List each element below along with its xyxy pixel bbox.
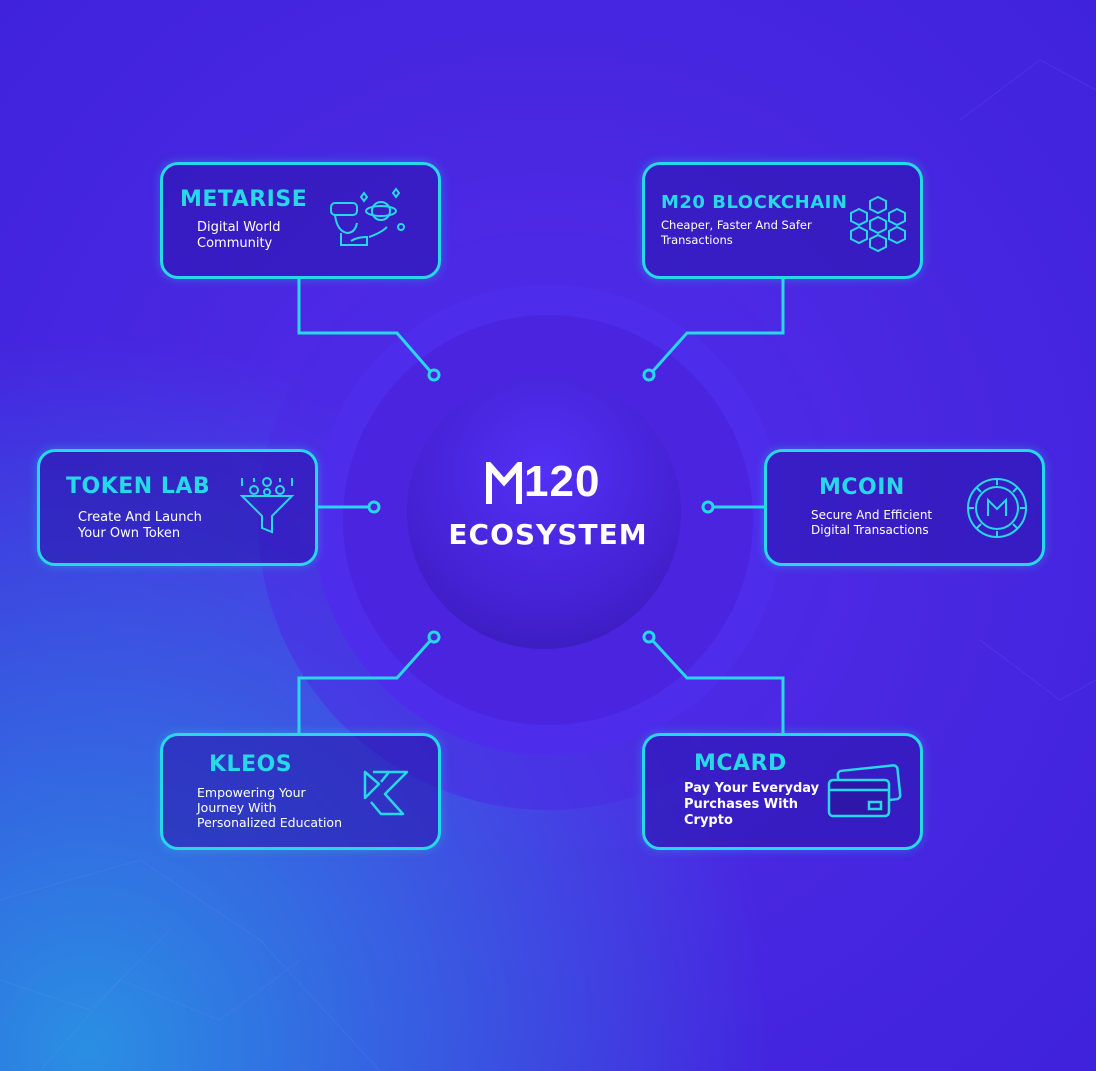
card-title: MCARD — [694, 751, 787, 776]
card-title: METARISE — [180, 187, 308, 212]
endpoint-m20-blockchain — [642, 368, 656, 382]
card-title: TOKEN LAB — [66, 474, 211, 499]
funnel-tokens-icon — [239, 477, 295, 534]
card-title: KLEOS — [209, 752, 293, 777]
connector-endpoints — [367, 368, 715, 644]
connectors — [297, 278, 785, 733]
connector-mcard — [651, 639, 785, 733]
credit-card-icon — [827, 764, 902, 818]
card-title: MCOIN — [819, 475, 905, 500]
hub-logo: 120 — [486, 457, 611, 510]
endpoint-metarise — [427, 368, 441, 382]
card-description: Create And Launch Your Own Token — [78, 510, 202, 541]
card-description: Digital World Community — [197, 220, 281, 251]
m-coin-icon — [967, 478, 1027, 538]
vr-metaverse-icon — [330, 187, 405, 246]
endpoint-mcoin — [701, 500, 715, 514]
card-title: M20 BLOCKCHAIN — [661, 192, 848, 213]
card-mcard[interactable]: MCARD Pay Your Everyday Purchases With C… — [642, 733, 923, 850]
hub-logo-text: 120 — [524, 457, 601, 506]
connector-m20-blockchain — [651, 278, 785, 373]
hub-circle — [407, 375, 681, 649]
background-network-lines — [0, 59, 1096, 1071]
card-m20-blockchain[interactable]: M20 BLOCKCHAIN Cheaper, Faster And Safer… — [642, 162, 923, 279]
endpoint-token-lab — [367, 500, 381, 514]
card-description: Secure And Efficient Digital Transaction… — [811, 508, 933, 537]
card-metarise[interactable]: METARISE Digital World Community — [160, 162, 441, 279]
endpoint-kleos — [427, 630, 441, 644]
endpoint-mcard — [642, 630, 656, 644]
connector-kleos — [297, 640, 432, 733]
hub-label: ECOSYSTEM — [448, 518, 648, 551]
card-token-lab[interactable]: TOKEN LAB Create And Launch Your Own Tok… — [37, 449, 318, 566]
card-mcoin[interactable]: MCOIN Secure And Efficient Digital Trans… — [764, 449, 1045, 566]
m20-logo-icon — [486, 462, 522, 504]
blockchain-cubes-icon — [850, 195, 906, 253]
card-description: Empowering Your Journey With Personalize… — [197, 785, 343, 830]
connector-metarise — [297, 278, 432, 372]
card-description: Pay Your Everyday Purchases With Crypto — [684, 781, 820, 828]
card-kleos[interactable]: KLEOS Empowering Your Journey With Perso… — [160, 733, 441, 850]
kleos-logo-icon — [363, 770, 409, 816]
card-description: Cheaper, Faster And Safer Transactions — [661, 218, 812, 247]
